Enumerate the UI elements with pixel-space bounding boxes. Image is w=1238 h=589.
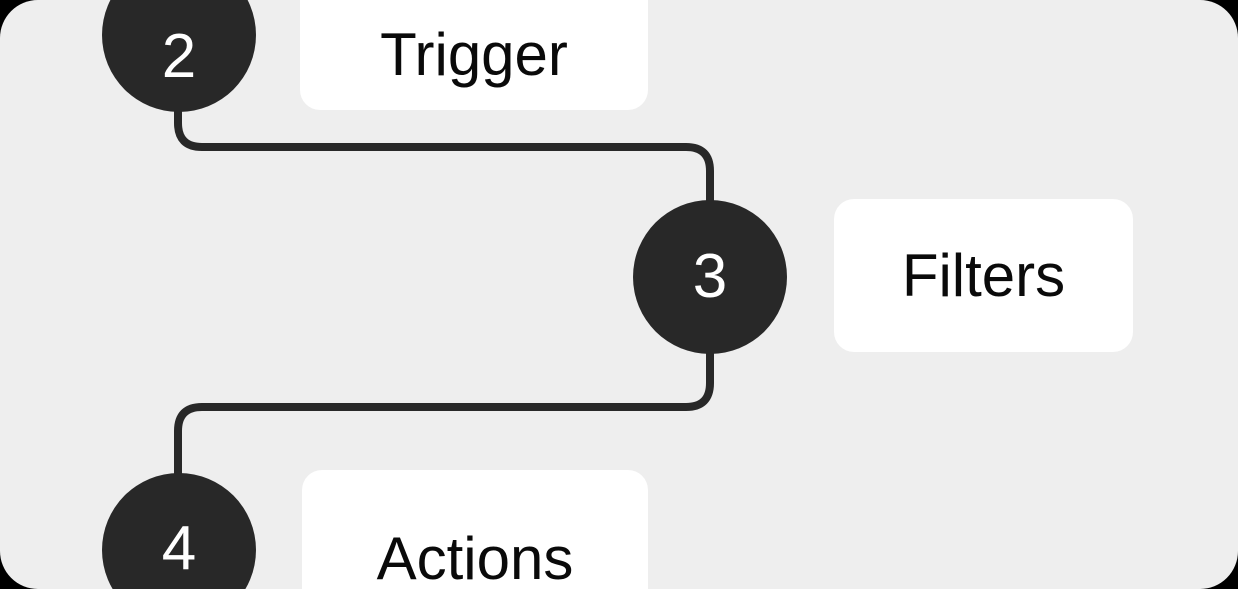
step-badge-2-number: 2 [161, 22, 197, 91]
step-badge-3[interactable]: 3 [633, 200, 787, 354]
step-badge-3-number: 3 [692, 242, 728, 311]
step-card-actions[interactable]: Actions [302, 470, 648, 589]
step-card-filters-label: Filters [901, 241, 1066, 309]
step-badge-2[interactable]: 2 [102, 0, 256, 112]
step-card-filters[interactable]: Filters [834, 199, 1133, 352]
step-card-trigger[interactable]: Trigger [300, 0, 648, 110]
step-card-actions-label: Actions [376, 525, 574, 589]
step-badge-4[interactable]: 4 [102, 473, 256, 589]
step-card-trigger-label: Trigger [380, 21, 568, 88]
step-badge-4-number: 4 [161, 514, 197, 583]
